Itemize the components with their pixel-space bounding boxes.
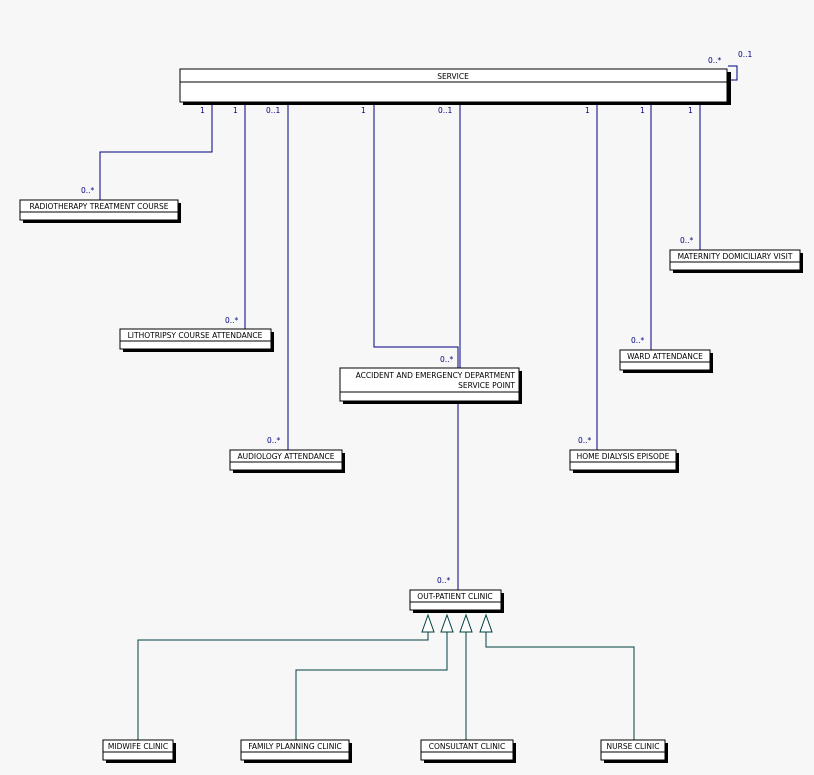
entity-lithotripsy-label: LITHOTRIPSY COURSE ATTENDANCE xyxy=(128,331,263,340)
mult-svc-maternity: 1 xyxy=(688,106,693,115)
gen-triangle-midwife xyxy=(421,613,435,633)
entity-nurse-clinic[interactable]: NURSE CLINIC xyxy=(600,739,668,763)
entity-audiology-attendance[interactable]: AUDIOLOGY ATTENDANCE xyxy=(229,449,345,473)
mult-svc-ae: 1 xyxy=(361,106,366,115)
entity-radiotherapy-label: RADIOTHERAPY TREATMENT COURSE xyxy=(29,202,168,211)
entity-consultant-label: CONSULTANT CLINIC xyxy=(429,742,506,751)
entity-ae-label-line1: ACCIDENT AND EMERGENCY DEPARTMENT xyxy=(356,371,516,380)
mult-self-b: 0..1 xyxy=(738,50,753,59)
mult-ward: 0..* xyxy=(631,336,645,345)
mult-radio: 0..* xyxy=(81,186,95,195)
assoc-service-radiotherapy xyxy=(99,103,213,200)
entity-family-planning-label: FAMILY PLANNING CLINIC xyxy=(248,742,342,751)
entity-ae-label-line2: SERVICE POINT xyxy=(458,381,515,390)
mult-litho: 0..* xyxy=(225,316,239,325)
entity-ward-attendance[interactable]: WARD ATTENDANCE xyxy=(619,349,713,373)
entity-radiotherapy-treatment-course[interactable]: RADIOTHERAPY TREATMENT COURSE xyxy=(19,199,181,223)
assoc-service-self xyxy=(728,65,738,81)
entity-out-patient-clinic[interactable]: OUT-PATIENT CLINIC xyxy=(409,589,504,613)
gen-family-planning xyxy=(295,632,448,740)
mult-svc-litho: 1 xyxy=(233,106,238,115)
entity-service[interactable]: SERVICE xyxy=(179,68,731,105)
mult-maternity: 0..* xyxy=(680,236,694,245)
entity-nurse-label: NURSE CLINIC xyxy=(607,742,660,751)
mult-audio: 0..* xyxy=(267,436,281,445)
entity-home-dialysis-label: HOME DIALYSIS EPISODE xyxy=(577,452,670,461)
mult-svc-ward: 1 xyxy=(640,106,645,115)
multiplicity-labels: 0..* 0..1 1 1 0..1 1 0..1 1 1 1 0..* 0..… xyxy=(81,50,753,585)
mult-svc-op: 0..1 xyxy=(438,106,453,115)
mult-self-a: 0..* xyxy=(708,56,722,65)
mult-svc-dialysis: 1 xyxy=(585,106,590,115)
assoc-service-ae xyxy=(373,103,459,368)
generalizations xyxy=(137,613,635,740)
entity-service-label: SERVICE xyxy=(437,72,469,81)
gen-triangle-consultant xyxy=(459,613,473,633)
entity-outpatient-label: OUT-PATIENT CLINIC xyxy=(417,592,492,601)
entity-home-dialysis-episode[interactable]: HOME DIALYSIS EPISODE xyxy=(569,449,679,473)
entity-lithotripsy-course-attendance[interactable]: LITHOTRIPSY COURSE ATTENDANCE xyxy=(119,328,274,352)
gen-nurse xyxy=(485,632,635,740)
entity-accident-emergency-service-point[interactable]: ACCIDENT AND EMERGENCY DEPARTMENT SERVIC… xyxy=(339,367,522,404)
entity-maternity-label: MATERNITY DOMICILIARY VISIT xyxy=(678,252,793,261)
entity-midwife-label: MIDWIFE CLINIC xyxy=(108,742,168,751)
entity-maternity-domiciliary-visit[interactable]: MATERNITY DOMICILIARY VISIT xyxy=(669,249,803,273)
entity-consultant-clinic[interactable]: CONSULTANT CLINIC xyxy=(420,739,516,763)
mult-op: 0..* xyxy=(437,576,451,585)
associations xyxy=(99,65,738,590)
entity-ward-label: WARD ATTENDANCE xyxy=(627,352,703,361)
mult-ae: 0..* xyxy=(440,355,454,364)
gen-triangle-nurse xyxy=(479,613,493,633)
mult-svc-radio: 1 xyxy=(200,106,205,115)
entity-audiology-label: AUDIOLOGY ATTENDANCE xyxy=(237,452,334,461)
mult-dialysis: 0..* xyxy=(578,436,592,445)
gen-midwife xyxy=(137,632,429,740)
mult-svc-audio: 0..1 xyxy=(266,106,281,115)
entity-family-planning-clinic[interactable]: FAMILY PLANNING CLINIC xyxy=(240,739,352,763)
gen-triangle-family-planning xyxy=(440,613,454,633)
entity-midwife-clinic[interactable]: MIDWIFE CLINIC xyxy=(102,739,176,763)
